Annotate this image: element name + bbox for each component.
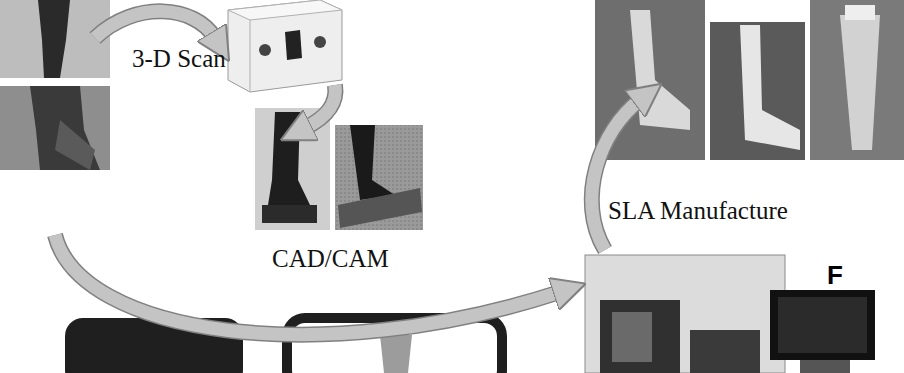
step-label: SLA Manufacture xyxy=(608,198,788,223)
leg-photo xyxy=(0,86,110,170)
scanner-device xyxy=(228,0,342,92)
scan-photo xyxy=(335,125,423,230)
flow-arrow xyxy=(55,11,640,334)
orthosis-photo xyxy=(810,0,904,160)
panel-letter: F xyxy=(820,262,850,288)
step-label: CAD/CAM xyxy=(272,246,389,271)
orthosis-photo xyxy=(710,22,805,160)
sla-machine xyxy=(585,255,875,373)
step-label: 3-D Scan xyxy=(132,46,226,71)
leg-photo xyxy=(0,0,110,78)
